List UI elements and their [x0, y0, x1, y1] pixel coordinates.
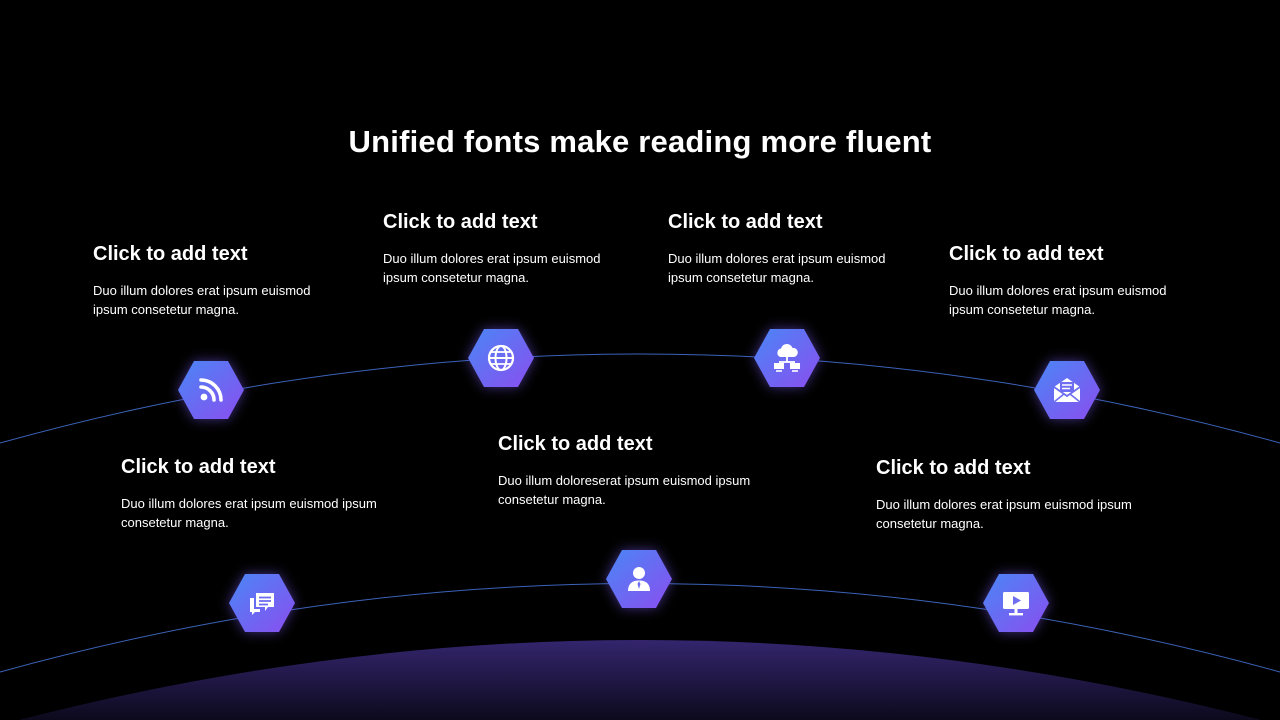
rss-icon [199, 378, 223, 402]
text-block-4[interactable]: Click to add text Duo illum dolores erat… [949, 242, 1189, 319]
block-body: Duo illum dolores erat ipsum euismod ips… [949, 283, 1167, 317]
text-block-6[interactable]: Click to add text Duo illum doloreserat … [498, 432, 773, 509]
text-block-1[interactable]: Click to add text Duo illum dolores erat… [93, 242, 333, 319]
text-block-2[interactable]: Click to add text Duo illum dolores erat… [383, 210, 623, 287]
mail-hexagon[interactable] [1033, 360, 1101, 420]
block-body: Duo illum dolores erat ipsum euismod ips… [383, 251, 601, 285]
block-heading: Click to add text [498, 433, 653, 455]
planet-glow [19, 640, 1261, 720]
video-monitor-icon [1003, 592, 1029, 616]
cloud-network-icon [774, 343, 800, 372]
cloud-network-hexagon[interactable] [753, 328, 821, 388]
chat-list-icon [250, 593, 274, 615]
text-block-5[interactable]: Click to add text Duo illum dolores erat… [121, 455, 396, 532]
block-heading: Click to add text [949, 243, 1104, 265]
block-body: Duo illum dolores erat ipsum euismod ips… [876, 497, 1132, 531]
globe-icon [487, 344, 515, 372]
slide-title: Unified fonts make reading more fluent [348, 124, 932, 159]
block-body: Duo illum doloreserat ipsum euismod ipsu… [498, 473, 751, 507]
mail-open-icon [1053, 378, 1081, 403]
block-heading: Click to add text [121, 456, 276, 478]
chat-hexagon[interactable] [228, 573, 296, 633]
text-block-3[interactable]: Click to add text Duo illum dolores erat… [668, 210, 908, 287]
block-heading: Click to add text [93, 243, 248, 265]
block-heading: Click to add text [876, 457, 1031, 479]
user-hexagon[interactable] [605, 549, 673, 609]
block-body: Duo illum dolores erat ipsum euismod ips… [121, 496, 377, 530]
block-body: Duo illum dolores erat ipsum euismod ips… [668, 251, 886, 285]
block-body: Duo illum dolores erat ipsum euismod ips… [93, 283, 311, 317]
video-hexagon[interactable] [982, 573, 1050, 633]
rss-hexagon[interactable] [177, 360, 245, 420]
text-block-7[interactable]: Click to add text Duo illum dolores erat… [876, 456, 1151, 533]
block-heading: Click to add text [383, 211, 538, 233]
globe-hexagon[interactable] [467, 328, 535, 388]
block-heading: Click to add text [668, 211, 823, 233]
user-icon [628, 567, 650, 591]
